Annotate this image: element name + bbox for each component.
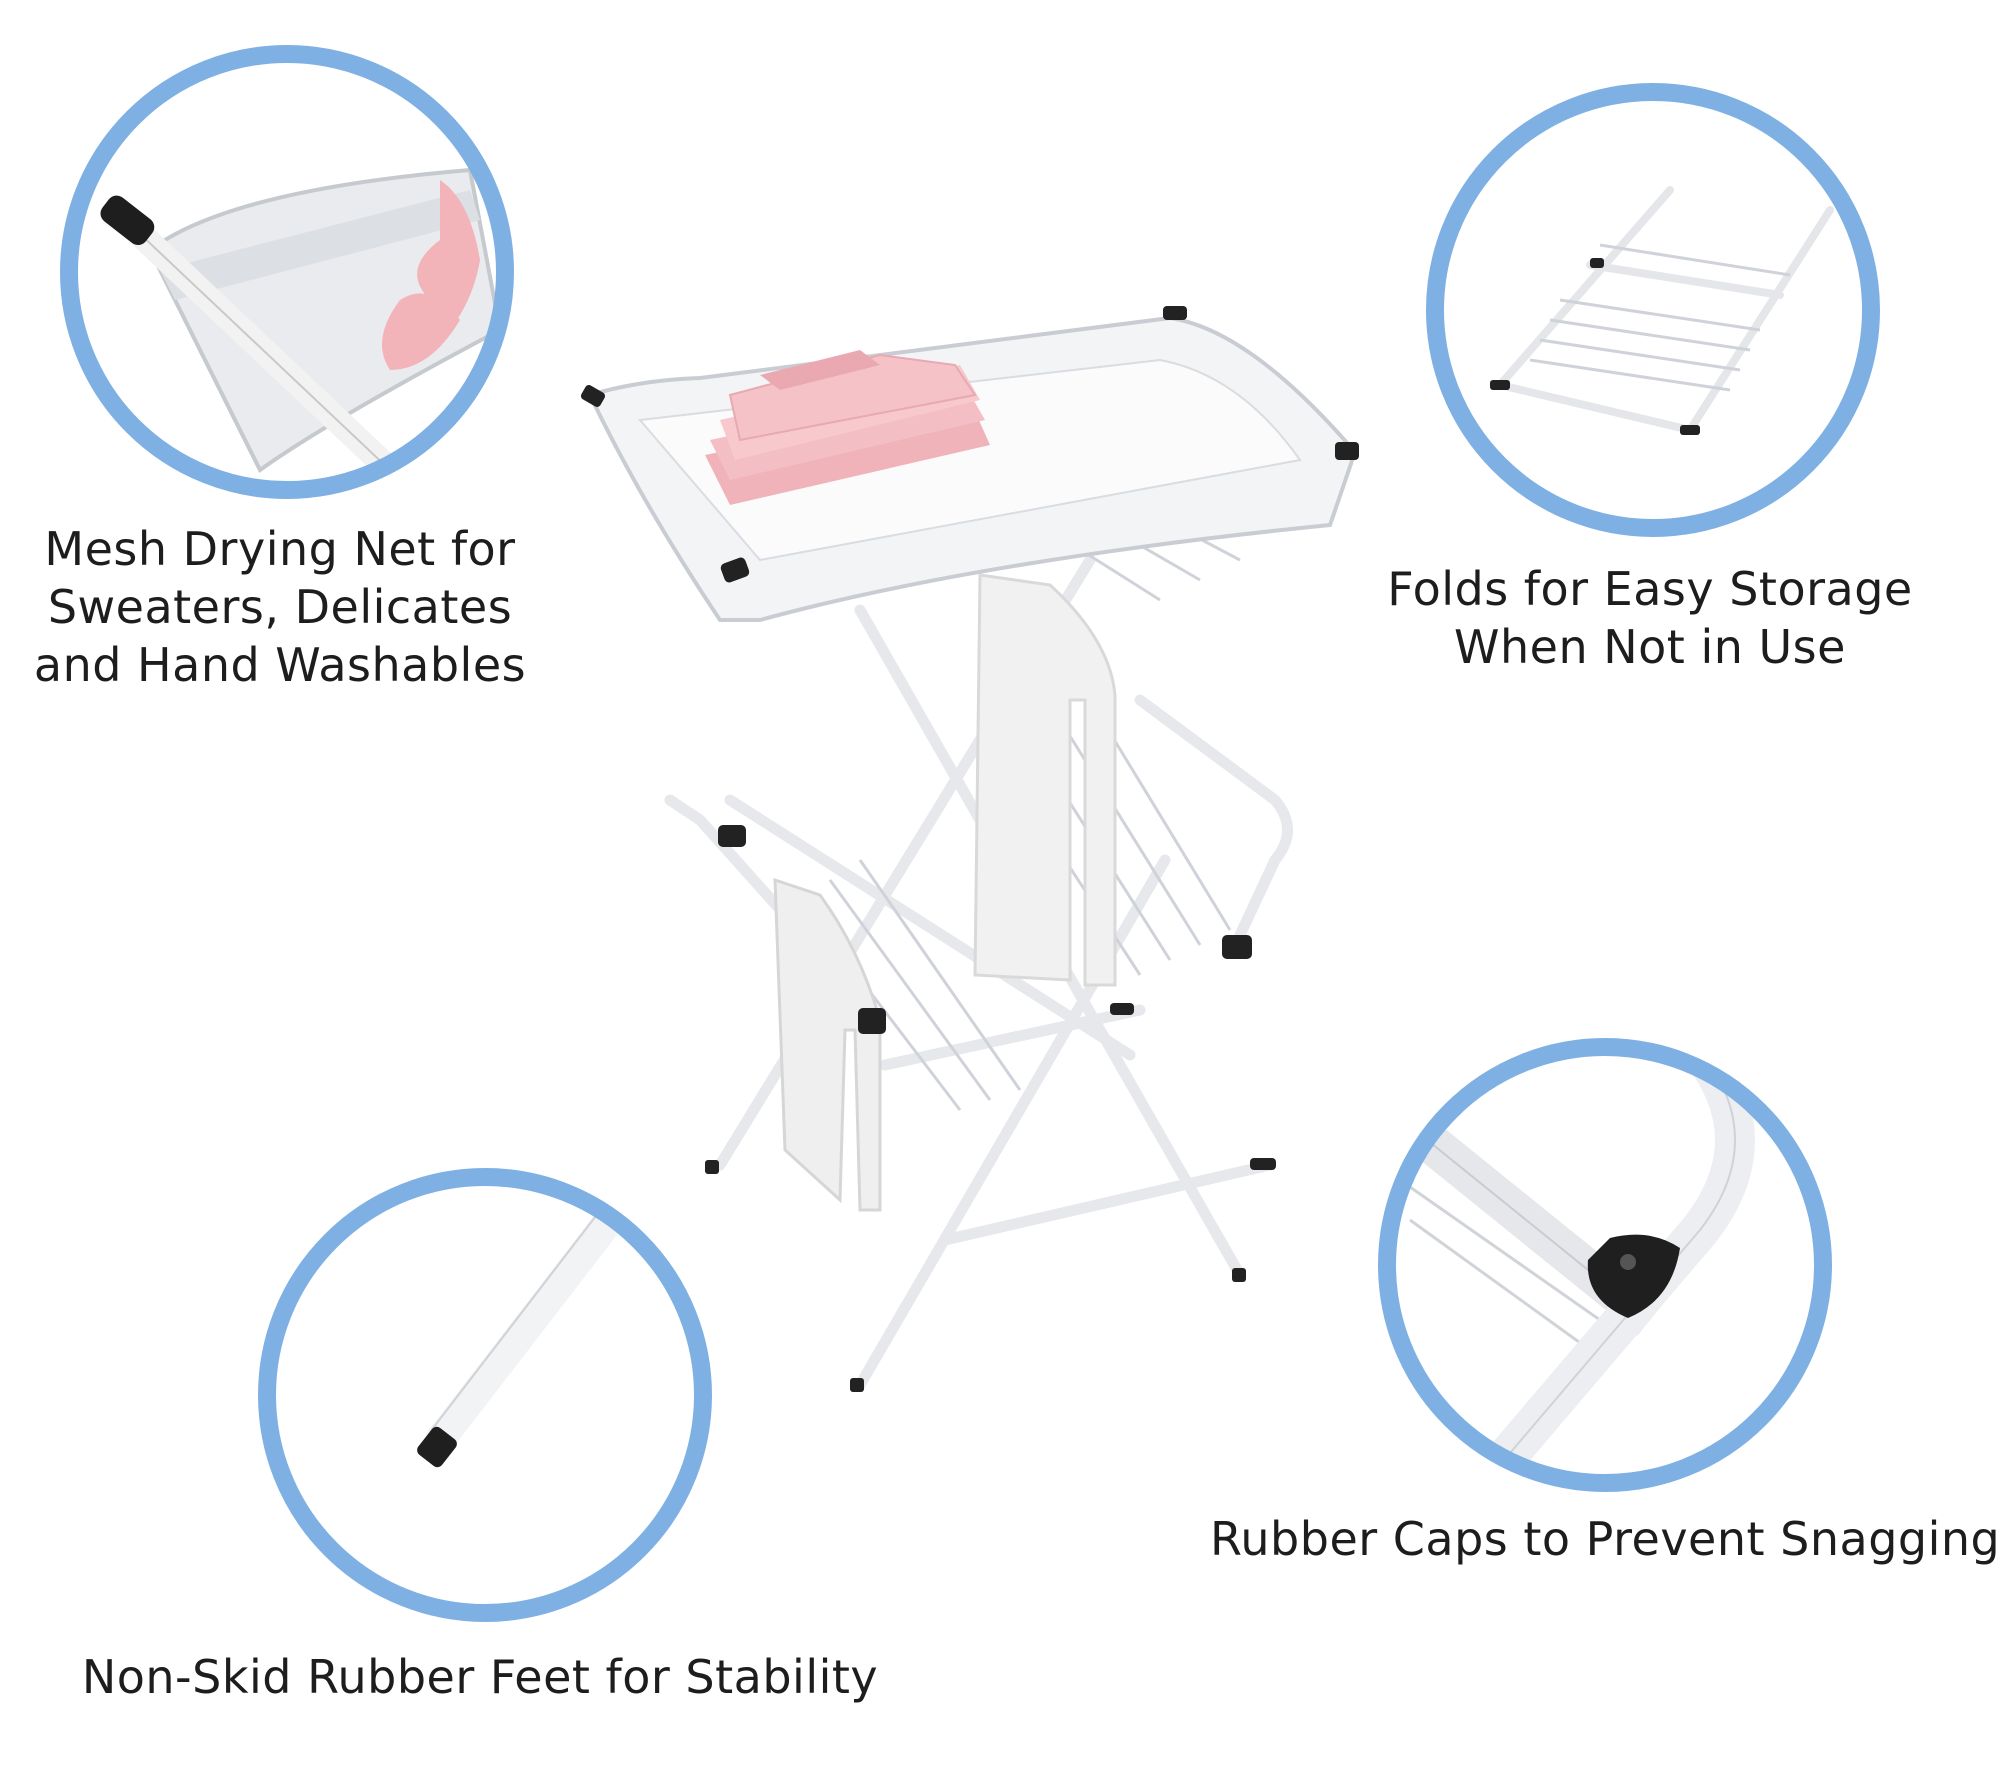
rubber-caps-detail bbox=[1378, 1038, 1832, 1492]
feet-detail-ring bbox=[258, 1168, 712, 1622]
caption-folds-storage: Folds for Easy Storage When Not in Use bbox=[1380, 560, 1920, 676]
towel-left bbox=[773, 877, 882, 1212]
caption-line: Mesh Drying Net for bbox=[44, 522, 516, 576]
folds-detail-ring bbox=[1426, 83, 1880, 537]
rubber-feet-detail bbox=[258, 1168, 712, 1622]
caption-line: Rubber Caps to Prevent Snagging bbox=[1210, 1512, 2000, 1566]
folds-detail bbox=[1426, 83, 1880, 537]
caption-rubber-caps: Rubber Caps to Prevent Snagging bbox=[1210, 1510, 2000, 1568]
caption-line: Sweaters, Delicates bbox=[47, 580, 513, 634]
mesh-net-detail bbox=[60, 45, 514, 499]
mesh-detail-ring bbox=[60, 45, 514, 499]
rack-rubber-caps bbox=[580, 306, 1359, 1392]
caption-line: When Not in Use bbox=[1454, 620, 1846, 674]
towel-right bbox=[973, 573, 1117, 987]
caption-line: and Hand Washables bbox=[33, 638, 527, 692]
drying-rack-image bbox=[580, 306, 1359, 1392]
folded-clothes bbox=[705, 350, 990, 505]
caption-line: Folds for Easy Storage bbox=[1387, 562, 1913, 616]
caption-line: Non-Skid Rubber Feet for Stability bbox=[81, 1650, 879, 1704]
caption-mesh-drying-net: Mesh Drying Net for Sweaters, Delicates … bbox=[20, 520, 540, 694]
caps-detail-ring bbox=[1378, 1038, 1832, 1492]
caption-rubber-feet: Non-Skid Rubber Feet for Stability bbox=[60, 1648, 900, 1706]
